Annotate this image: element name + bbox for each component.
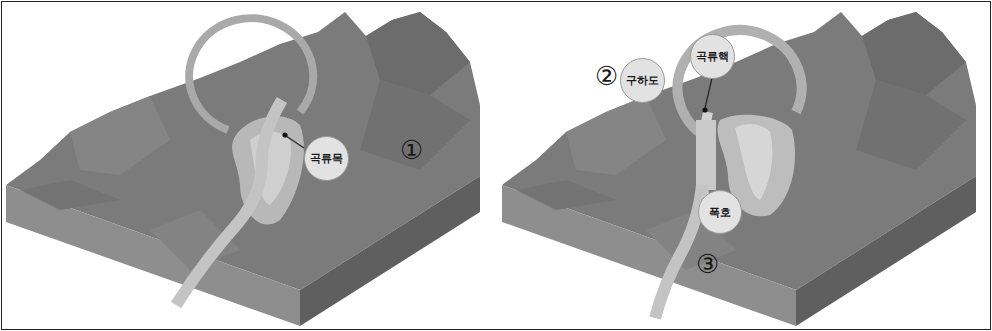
- term-circle: 구하도: [620, 58, 665, 103]
- term-label: 구하도: [626, 73, 659, 88]
- callout-number: ②: [595, 63, 618, 89]
- term-circle: 곡류목: [304, 136, 349, 181]
- callout-number: ①: [400, 137, 423, 163]
- term-circle: 폭호: [698, 190, 742, 234]
- term-circle: 곡류핵: [690, 34, 735, 79]
- term-label: 폭호: [709, 205, 731, 220]
- term-label: 곡류핵: [696, 49, 729, 64]
- callout-number: ③: [696, 251, 719, 277]
- term-label: 곡류목: [310, 151, 343, 166]
